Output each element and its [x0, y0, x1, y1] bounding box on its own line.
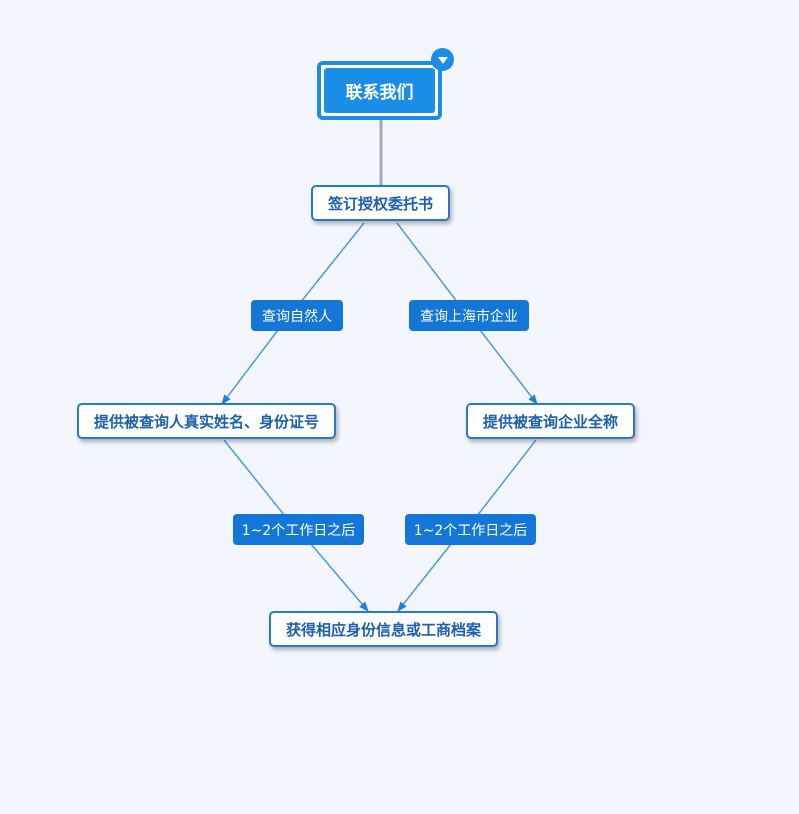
- node-result[interactable]: 获得相应身份信息或工商档案: [269, 611, 498, 647]
- edge-label-wait-left: 1~2个工作日之后: [233, 514, 364, 545]
- connector-company-label-to-provide-company: [479, 329, 538, 405]
- node-provide-company-name[interactable]: 提供被查询企业全称: [466, 403, 635, 439]
- triangle-down-icon: [437, 57, 448, 64]
- connector-person-label-to-provide-person: [221, 329, 279, 405]
- connector-wait-right-to-result: [397, 543, 452, 612]
- connector-wait-left-to-result: [310, 543, 369, 612]
- root-node-label: 联系我们: [324, 68, 435, 113]
- connector-sign-to-company-label: [396, 222, 459, 304]
- root-node-contact-us[interactable]: 联系我们: [317, 61, 442, 120]
- connector-sign-to-person-label: [299, 222, 365, 304]
- node-sign-authorization[interactable]: 签订授权委托书: [311, 185, 450, 221]
- collapse-toggle-button[interactable]: [431, 48, 454, 71]
- connector-provide-person-to-wait-left: [223, 439, 286, 517]
- connector-provide-company-to-wait-right: [476, 439, 537, 517]
- edge-label-wait-right: 1~2个工作日之后: [405, 514, 536, 545]
- edge-label-query-person: 查询自然人: [251, 300, 343, 331]
- edge-label-query-company: 查询上海市企业: [409, 300, 529, 331]
- node-provide-person-info[interactable]: 提供被查询人真实姓名、身份证号: [77, 403, 336, 439]
